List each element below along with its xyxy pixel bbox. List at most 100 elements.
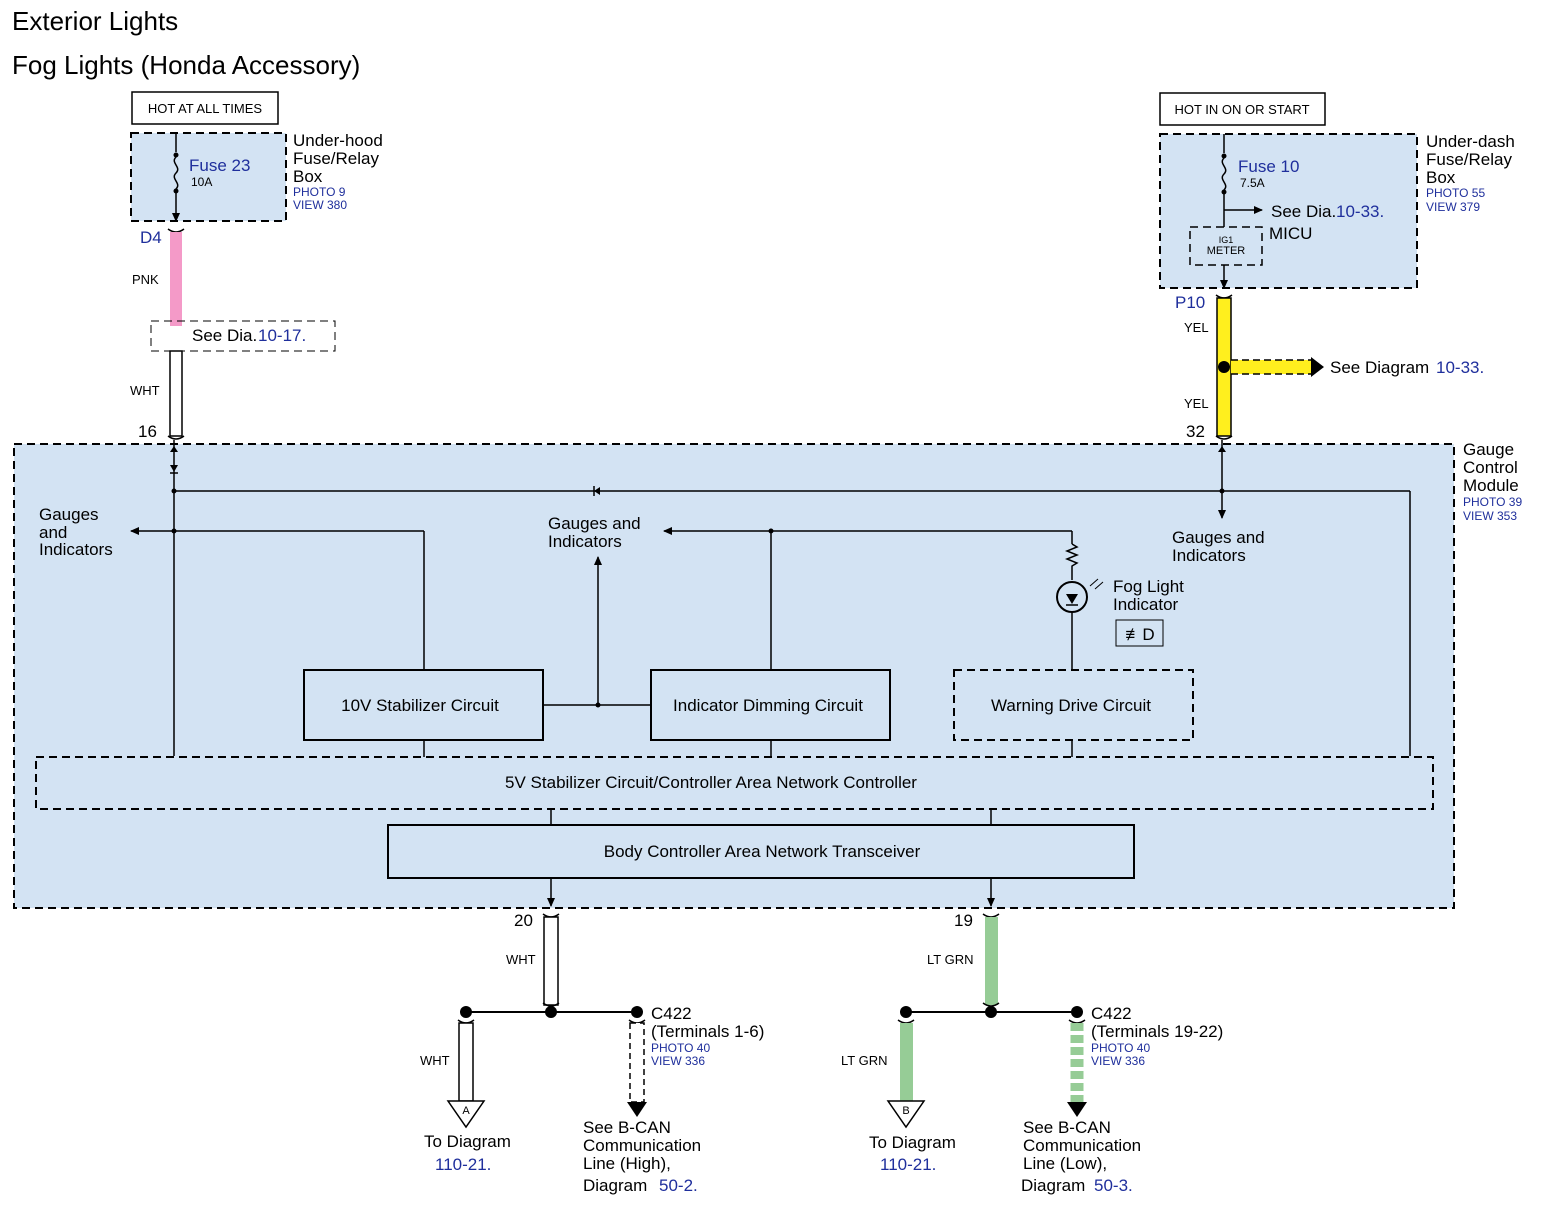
gauge-control-module: Gauge Control Module PHOTO 39 VIEW 353 G… xyxy=(13,440,1522,909)
micu-label: MICU xyxy=(1269,224,1312,243)
marker-a: A xyxy=(462,1105,470,1117)
see-diagram-10-33-prefix: See Diagram xyxy=(1330,358,1429,377)
module-name-3: Module xyxy=(1463,476,1519,495)
see-diagram-10-33-link[interactable]: 10-33. xyxy=(1436,358,1484,377)
wht-wire-label-bcan-high: WHT xyxy=(506,952,536,967)
hot-at-all-times-label: HOT AT ALL TIMES xyxy=(148,101,262,116)
fog-light-symbol-box xyxy=(1115,619,1164,647)
c422-high-connector: C422 xyxy=(651,1004,692,1023)
stabilizer-10v-label: 10V Stabilizer Circuit xyxy=(341,696,499,715)
under-dash-photo-ref[interactable]: PHOTO 55 xyxy=(1426,186,1485,200)
fuse-10-name: Fuse 10 xyxy=(1238,157,1299,176)
marker-a-triangle xyxy=(446,1100,486,1129)
gauges-left-3: Indicators xyxy=(39,540,113,559)
yel-splice-point xyxy=(1218,361,1230,373)
see-dia-10-33-link[interactable]: 10-33. xyxy=(1336,202,1384,221)
wht-wire-label-to-a: WHT xyxy=(420,1053,450,1068)
to-diagram-b-link[interactable]: 110-21. xyxy=(880,1155,936,1174)
fuse-10-symbol xyxy=(1221,157,1227,191)
under-dash-box-name-1: Under-dash xyxy=(1426,132,1515,151)
see-dia-10-17-box xyxy=(150,320,336,352)
module-name-2: Control xyxy=(1463,458,1518,477)
c422-low-photo-ref[interactable]: PHOTO 40 xyxy=(1091,1041,1150,1055)
right-supply: HOT IN ON OR START Fuse 10 7.5A See Dia.… xyxy=(1159,92,1515,441)
lt-grn-wire-bcan-low xyxy=(985,917,998,1005)
gauges-right-1: Gauges and xyxy=(1172,528,1265,547)
terminal-20: 20 xyxy=(514,911,533,930)
fuse-23-name: Fuse 23 xyxy=(189,156,250,175)
see-bcan-low-2: Communication xyxy=(1023,1136,1141,1155)
see-bcan-low-1: See B-CAN xyxy=(1023,1118,1111,1137)
fog-indicator-2: Indicator xyxy=(1113,595,1179,614)
yel-wire-label-lower: YEL xyxy=(1184,396,1209,411)
lt-grn-wire-label: LT GRN xyxy=(927,952,973,967)
connector-d4: D4 xyxy=(140,228,162,247)
under-dash-fuse-box xyxy=(1160,134,1417,288)
bcan-low-circuit: 19 LT GRN LT GRN B To Diagram 110-21. C4… xyxy=(841,911,1223,1195)
module-body xyxy=(14,444,1454,908)
under-hood-photo-ref[interactable]: PHOTO 9 xyxy=(293,185,346,199)
wht-wire-upper xyxy=(169,350,183,437)
see-bcan-low-3: Line (Low), xyxy=(1023,1154,1107,1173)
lt-grn-wire-label-to-b: LT GRN xyxy=(841,1053,887,1068)
meter-label: METER xyxy=(1207,245,1246,257)
c422-low-view-ref[interactable]: VIEW 336 xyxy=(1091,1054,1145,1068)
lt-grn-wire-to-b xyxy=(900,1023,913,1101)
see-bcan-high-3: Line (High), xyxy=(583,1154,671,1173)
terminal-16: 16 xyxy=(138,422,157,441)
pnk-wire xyxy=(170,232,182,326)
to-diagram-a-link[interactable]: 110-21. xyxy=(435,1155,491,1174)
gauges-left-1: Gauges xyxy=(39,505,99,524)
transceiver-label: Body Controller Area Network Transceiver xyxy=(604,842,921,861)
fog-resistor xyxy=(1064,543,1080,580)
see-bcan-low-4: Diagram xyxy=(1021,1176,1085,1195)
fuse-23-symbol xyxy=(173,156,179,190)
c422-high-view-ref[interactable]: VIEW 336 xyxy=(651,1054,705,1068)
fuse-23-rating: 10A xyxy=(191,175,212,189)
ig1-label: IG1 xyxy=(1219,235,1234,245)
fuse-10-rating: 7.5A xyxy=(1240,176,1265,190)
see-bcan-high-2: Communication xyxy=(583,1136,701,1155)
gauges-right-2: Indicators xyxy=(1172,546,1246,565)
under-hood-box-name-2: Fuse/Relay xyxy=(293,149,379,168)
under-hood-box-name-3: Box xyxy=(293,167,323,186)
under-dash-view-ref[interactable]: VIEW 379 xyxy=(1426,200,1480,214)
wht-wire-label-upper: WHT xyxy=(130,383,160,398)
yel-branch-wire xyxy=(1231,360,1311,374)
marker-b: B xyxy=(902,1105,909,1117)
marker-b-triangle xyxy=(886,1100,926,1129)
see-bcan-high-4: Diagram xyxy=(583,1176,647,1195)
under-dash-box-name-2: Fuse/Relay xyxy=(1426,150,1512,169)
gauges-mid-1: Gauges and xyxy=(548,514,641,533)
see-bcan-high-1: See B-CAN xyxy=(583,1118,671,1137)
wht-wire-to-a xyxy=(458,1022,474,1102)
c422-low-connector: C422 xyxy=(1091,1004,1132,1023)
fog-indicator-1: Fog Light xyxy=(1113,577,1184,596)
warning-drive-label: Warning Drive Circuit xyxy=(991,696,1151,715)
under-hood-view-ref[interactable]: VIEW 380 xyxy=(293,198,347,212)
wht-wire-bcan-high xyxy=(543,916,559,1006)
see-dia-10-17-link[interactable]: 10-17. xyxy=(258,326,306,345)
c422-high-photo-ref[interactable]: PHOTO 40 xyxy=(651,1041,710,1055)
page-title: Exterior Lights xyxy=(12,6,178,36)
bcan-high-dashed-wire xyxy=(629,1022,645,1103)
see-bcan-low-link[interactable]: 50-3. xyxy=(1094,1176,1133,1195)
page-subtitle: Fog Lights (Honda Accessory) xyxy=(12,50,360,80)
see-dia-10-33-prefix: See Dia. xyxy=(1271,202,1336,221)
terminal-32: 32 xyxy=(1186,422,1205,441)
controller-5v-label: 5V Stabilizer Circuit/Controller Area Ne… xyxy=(505,773,917,792)
bcan-high-circuit: 20 WHT WHT A To Diagram 110-21. C422 (Te… xyxy=(420,911,764,1195)
c422-low-terminals: (Terminals 19-22) xyxy=(1091,1022,1223,1041)
under-dash-box-name-3: Box xyxy=(1426,168,1456,187)
ig1-meter-relay xyxy=(1189,226,1263,266)
module-photo-ref[interactable]: PHOTO 39 xyxy=(1463,495,1522,509)
module-view-ref[interactable]: VIEW 353 xyxy=(1463,509,1517,523)
see-bcan-high-link[interactable]: 50-2. xyxy=(659,1176,698,1195)
see-dia-10-17-prefix: See Dia. xyxy=(192,326,257,345)
pnk-wire-label: PNK xyxy=(132,272,159,287)
to-diagram-a: To Diagram xyxy=(424,1132,511,1151)
c422-high-terminals: (Terminals 1-6) xyxy=(651,1022,764,1041)
dimming-circuit-label: Indicator Dimming Circuit xyxy=(673,696,863,715)
warning-drive-box xyxy=(953,669,1194,741)
